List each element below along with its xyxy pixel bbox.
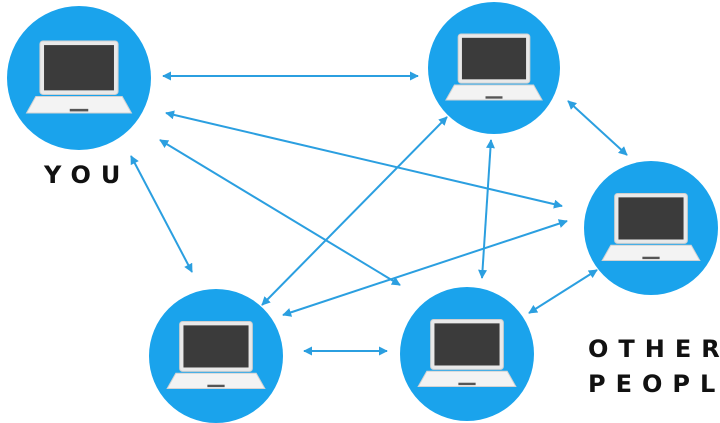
you-label: YOU [44,161,131,189]
node-peer-bottom-right [400,287,534,421]
node-peer-top-right [428,2,560,134]
laptop-icon [25,40,133,114]
node-peer-right [584,161,718,295]
laptop-icon [166,321,266,390]
laptop-icon [445,33,543,101]
computer-nodes [7,2,718,423]
node-peer-bottom-left [149,289,283,423]
node-you [7,6,151,150]
arrow-you-to-peer-bottom-right [159,139,401,286]
laptop-icon [601,193,701,262]
arrow-peer-top-right-to-peer-right [567,100,628,156]
arrow-peer-right-to-peer-bottom-right [528,269,598,314]
arrow-peer-top-right-to-peer-bottom-left [261,116,448,306]
other-people-label: OTHER PEOPLE [588,337,720,407]
arrow-peer-top-right-to-peer-bottom-right [478,139,495,279]
connection-arrows [130,71,628,356]
laptop-icon [417,319,517,388]
arrow-peer-right-to-peer-bottom-left [282,219,568,317]
other-people-label-line1: OTHER [588,335,720,363]
other-people-label-line2: PEOPLE [588,370,720,398]
arrow-you-to-peer-bottom-left [130,155,193,273]
